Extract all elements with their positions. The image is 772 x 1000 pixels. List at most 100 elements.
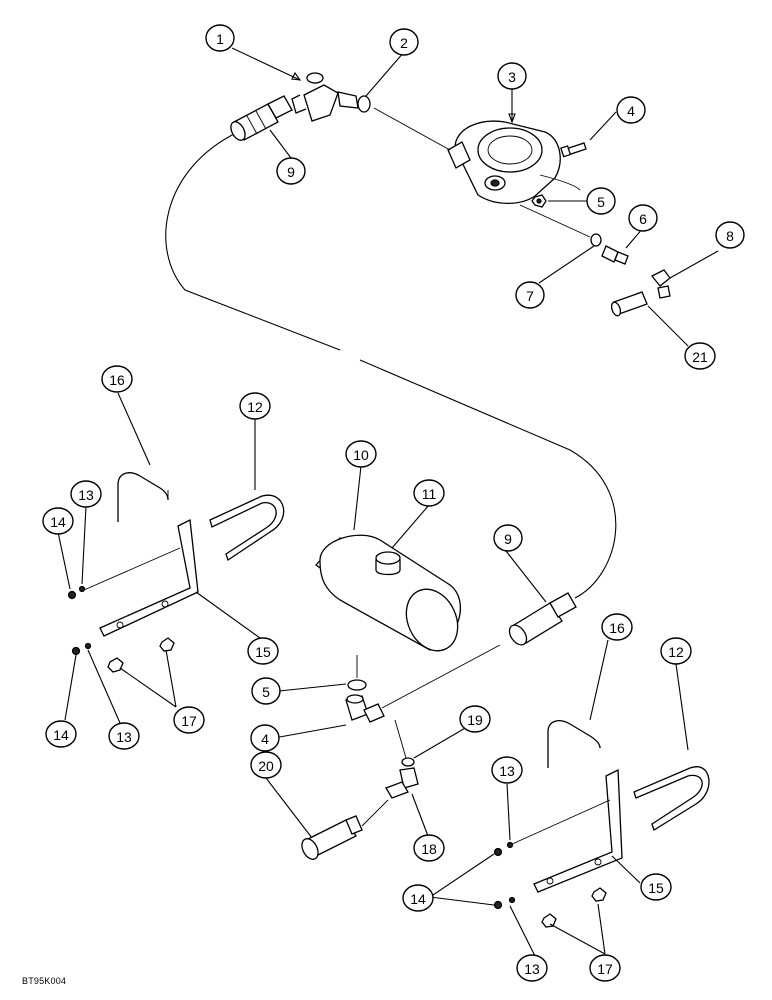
mounting-bracket-left bbox=[99, 519, 199, 637]
washer-13-right bbox=[506, 841, 514, 849]
callout-21: 21 bbox=[684, 342, 716, 370]
callout-label: 18 bbox=[421, 841, 437, 857]
callout-12: 12 bbox=[660, 637, 692, 665]
callout-10: 10 bbox=[345, 440, 377, 468]
callout-label: 13 bbox=[116, 729, 132, 745]
callout-label: 13 bbox=[524, 961, 540, 977]
o-ring-small bbox=[590, 233, 602, 247]
nut bbox=[531, 194, 547, 208]
callout-label: 5 bbox=[262, 684, 270, 700]
callout-3: 3 bbox=[497, 62, 527, 90]
callout-label: 19 bbox=[467, 712, 483, 728]
callout-label: 2 bbox=[400, 35, 408, 51]
callout-label: 9 bbox=[504, 531, 512, 547]
callout-label: 15 bbox=[648, 880, 664, 896]
callout-2: 2 bbox=[389, 28, 419, 56]
bracket-hole bbox=[161, 600, 169, 608]
callout-label: 13 bbox=[499, 763, 515, 779]
bolt bbox=[560, 142, 587, 158]
elbow-fitting-18 bbox=[385, 767, 419, 799]
assembly-line-7 bbox=[83, 547, 181, 591]
callout-11: 11 bbox=[413, 479, 445, 507]
hose-end-fitting bbox=[230, 95, 293, 141]
callout-label: 20 bbox=[258, 758, 274, 774]
adapter-fitting bbox=[601, 245, 629, 265]
elbow-fitting-right bbox=[650, 269, 671, 299]
hose-end-fitting-small bbox=[610, 291, 648, 317]
assembly-line bbox=[373, 107, 451, 151]
callout-7: 7 bbox=[515, 281, 545, 309]
nut-14 bbox=[67, 590, 77, 600]
nut-17-right bbox=[541, 913, 557, 928]
hose-line bbox=[165, 131, 341, 351]
callout-label: 13 bbox=[78, 487, 94, 503]
callout-8: 8 bbox=[715, 221, 745, 249]
callout-label: 14 bbox=[410, 891, 426, 907]
callout-14: 14 bbox=[42, 507, 74, 535]
u-bolt-right bbox=[547, 720, 601, 768]
callout-label: 12 bbox=[247, 399, 263, 415]
bracket-hole-3 bbox=[594, 858, 602, 866]
callout-6: 6 bbox=[628, 204, 658, 232]
bracket-hole-4 bbox=[546, 877, 554, 885]
callout-13: 13 bbox=[108, 722, 140, 750]
u-bolt-left bbox=[117, 472, 169, 522]
callout-label: 17 bbox=[597, 961, 613, 977]
assembly-line-5 bbox=[394, 719, 407, 759]
washer-13 bbox=[78, 585, 86, 593]
callout-14: 14 bbox=[45, 720, 77, 748]
reservoir-tank bbox=[315, 534, 461, 652]
callout-16: 16 bbox=[601, 613, 633, 641]
callout-1: 1 bbox=[205, 24, 235, 52]
nut-14-right bbox=[493, 847, 503, 857]
callout-19: 19 bbox=[459, 705, 491, 733]
callout-14: 14 bbox=[402, 884, 434, 912]
nut-17-right-b bbox=[591, 887, 607, 902]
hose-end-fitting-20 bbox=[301, 815, 363, 860]
o-ring-lower bbox=[347, 679, 367, 691]
elbow-fitting-lower bbox=[345, 694, 385, 723]
callout-13: 13 bbox=[516, 954, 548, 982]
callout-5: 5 bbox=[251, 677, 281, 705]
callout-label: 16 bbox=[609, 620, 625, 636]
callout-label: 16 bbox=[109, 372, 125, 388]
assembly-line-8 bbox=[509, 799, 611, 846]
callout-9: 9 bbox=[493, 524, 523, 552]
o-ring-19 bbox=[401, 757, 415, 767]
nut-14-lower bbox=[71, 646, 81, 656]
callout-label: 5 bbox=[597, 194, 605, 210]
callout-label: 4 bbox=[261, 731, 269, 747]
hose-line-lower bbox=[359, 359, 617, 599]
callout-label: 15 bbox=[255, 644, 271, 660]
strap-right bbox=[633, 766, 710, 831]
washer-13-lower bbox=[84, 642, 92, 650]
leader-lines bbox=[57, 47, 719, 957]
strap-left bbox=[209, 494, 285, 562]
callout-17: 17 bbox=[173, 706, 205, 734]
callout-20: 20 bbox=[250, 751, 282, 779]
callout-label: 21 bbox=[692, 349, 708, 365]
callout-4: 4 bbox=[250, 724, 280, 752]
callout-label: 17 bbox=[181, 713, 197, 729]
callout-label: 14 bbox=[50, 514, 66, 530]
callout-label: 4 bbox=[627, 103, 635, 119]
mounting-bracket-right bbox=[533, 768, 623, 893]
pump-housing bbox=[447, 120, 581, 205]
callout-label: 1 bbox=[216, 31, 224, 47]
washer-13-right-lower bbox=[508, 896, 516, 904]
hose-end-fitting-tank bbox=[508, 592, 577, 646]
callout-18: 18 bbox=[413, 834, 445, 862]
callout-12: 12 bbox=[239, 392, 271, 420]
elbow-fitting bbox=[291, 72, 359, 122]
assembly-line-6 bbox=[361, 799, 389, 827]
callout-5: 5 bbox=[586, 187, 616, 215]
callout-label: 3 bbox=[508, 69, 516, 85]
bracket-hole-2 bbox=[116, 621, 124, 629]
assembly-line-4 bbox=[381, 644, 501, 709]
callout-9: 9 bbox=[276, 157, 306, 185]
nut-14-right-lower bbox=[493, 900, 503, 910]
callout-label: 11 bbox=[422, 486, 437, 502]
callout-13: 13 bbox=[70, 480, 102, 508]
callout-label: 6 bbox=[639, 211, 647, 227]
